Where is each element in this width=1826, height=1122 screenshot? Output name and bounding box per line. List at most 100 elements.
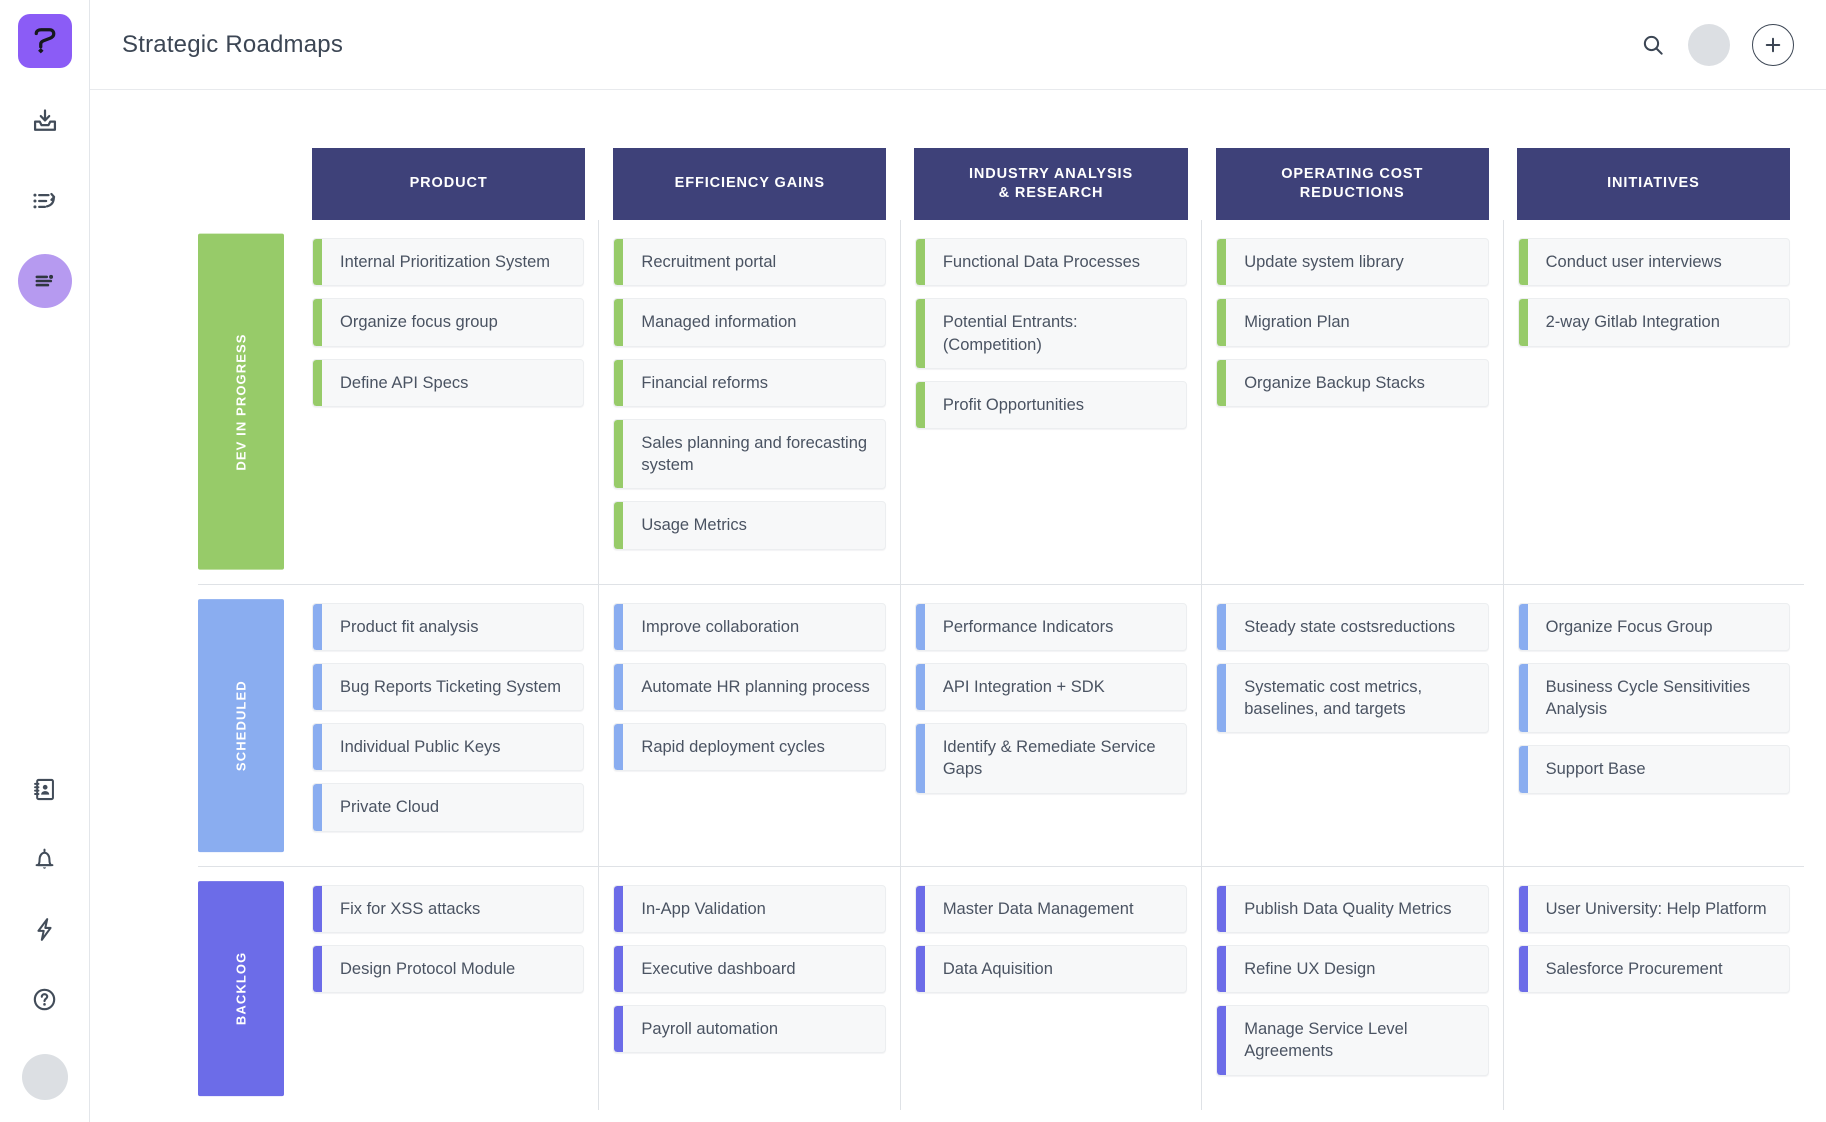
card-status-bar: [1518, 299, 1528, 346]
app-logo[interactable]: [17, 14, 72, 68]
card[interactable]: Data Aquisition: [914, 944, 1188, 994]
card-title: Product fit analysis: [340, 617, 479, 636]
card[interactable]: Manage Service Level Agreements: [1216, 1005, 1489, 1076]
card[interactable]: Publish Data Quality Metrics: [1216, 884, 1489, 933]
cell-dev-initiatives: Conduct user interviews 2-way Gitlab Inte…: [1502, 220, 1804, 584]
card[interactable]: Conduct user interviews: [1517, 238, 1791, 287]
card[interactable]: Systematic cost metrics, baselines, and …: [1216, 662, 1489, 734]
sidebar-item-contacts[interactable]: [18, 762, 72, 816]
top-bar: Strategic Roadmaps: [90, 0, 1826, 90]
card[interactable]: Identify & Remediate Service Gaps: [914, 723, 1188, 794]
card[interactable]: Fix for XSS attacks: [312, 884, 585, 933]
avatar[interactable]: [1688, 23, 1730, 66]
card[interactable]: Migration Plan: [1216, 298, 1489, 347]
card[interactable]: Financial reforms: [613, 358, 886, 407]
left-rail: [0, 0, 90, 1122]
list-undo-icon: [32, 192, 55, 209]
bell-icon: [35, 848, 54, 869]
card-title: Rapid deployment cycles: [641, 738, 825, 757]
column-header-efficiency[interactable]: EFFICIENCY GAINS: [613, 148, 887, 220]
search-button[interactable]: [1640, 32, 1666, 58]
card[interactable]: Rapid deployment cycles: [613, 723, 886, 772]
sidebar-item-roadmaps[interactable]: [17, 254, 72, 308]
card[interactable]: Recruitment portal: [613, 238, 886, 287]
card[interactable]: Improve collaboration: [613, 602, 886, 651]
card[interactable]: Sales planning and forecasting system: [613, 418, 886, 490]
card[interactable]: Organize Focus Group: [1517, 602, 1791, 651]
card[interactable]: Potential Entrants: (Competition): [914, 298, 1188, 369]
card[interactable]: Organize Backup Stacks: [1216, 358, 1489, 407]
swimlane-label-backlog[interactable]: BACKLOG: [198, 880, 284, 1096]
card-title: Functional Data Processes: [942, 253, 1140, 271]
card[interactable]: Performance Indicators: [914, 602, 1188, 651]
card-title: Internal Prioritization System: [340, 253, 550, 271]
card[interactable]: Profit Opportunities: [914, 380, 1188, 430]
swimlane-label-dev[interactable]: DEV IN PROGRESS: [198, 234, 284, 570]
card[interactable]: Payroll automation: [613, 1005, 886, 1054]
card[interactable]: Internal Prioritization System: [312, 238, 585, 287]
card[interactable]: Design Protocol Module: [312, 944, 585, 994]
card[interactable]: API Integration + SDK: [914, 662, 1188, 712]
card-status-bar: [1518, 945, 1528, 993]
card[interactable]: Functional Data Processes: [914, 238, 1188, 287]
card[interactable]: Salesforce Procurement: [1517, 944, 1791, 994]
card-title: Business Cycle Sensitivities Analysis: [1545, 677, 1751, 719]
card[interactable]: Update system library: [1216, 238, 1489, 287]
column-header-initiatives[interactable]: INITIATIVES: [1516, 148, 1791, 220]
card-title: Sales planning and forecasting system: [641, 433, 868, 475]
contacts-book-icon: [34, 778, 54, 800]
card[interactable]: In-App Validation: [613, 884, 886, 933]
card[interactable]: Refine UX Design: [1216, 944, 1489, 994]
card-title: Performance Indicators: [942, 617, 1114, 636]
sidebar-item-automations[interactable]: [18, 902, 72, 956]
card[interactable]: Master Data Management: [914, 884, 1188, 933]
card[interactable]: Bug Reports Ticketing System: [312, 662, 585, 712]
card-title: Conduct user interviews: [1545, 253, 1722, 271]
card[interactable]: Define API Specs: [312, 358, 585, 407]
card[interactable]: User University: Help Platform: [1517, 884, 1791, 933]
sidebar-item-help[interactable]: [18, 972, 72, 1026]
card[interactable]: Organize focus group: [312, 298, 585, 347]
card-title: Identify & Remediate Service Gaps: [942, 738, 1156, 779]
card[interactable]: Product fit analysis: [312, 602, 585, 651]
card[interactable]: Steady state costsreductions: [1216, 602, 1489, 651]
card-title: Design Protocol Module: [340, 959, 516, 978]
card[interactable]: Executive dashboard: [613, 944, 886, 994]
card[interactable]: Support Base: [1517, 745, 1791, 794]
swimlane-label-scheduled[interactable]: SCHEDULED: [198, 598, 284, 852]
card-title: Potential Entrants: (Competition): [942, 313, 1078, 354]
card-status-bar: [313, 784, 322, 831]
card[interactable]: Individual Public Keys: [312, 723, 585, 772]
column-header-industry[interactable]: INDUSTRY ANALYSIS& RESEARCH: [914, 148, 1188, 220]
card-status-bar: [614, 359, 624, 406]
card-status-bar: [915, 239, 925, 286]
card[interactable]: Private Cloud: [312, 783, 585, 832]
rail-user-avatar[interactable]: [21, 1054, 68, 1100]
card[interactable]: Automate HR planning process: [613, 662, 886, 712]
card-status-bar: [313, 724, 322, 771]
card-title: Refine UX Design: [1244, 959, 1376, 978]
card-status-bar: [1518, 885, 1528, 932]
card[interactable]: Usage Metrics: [613, 501, 886, 550]
add-button[interactable]: [1752, 23, 1794, 66]
card-status-bar: [313, 299, 322, 346]
sidebar-item-activity-log[interactable]: [18, 174, 72, 228]
sidebar-item-inbox[interactable]: [18, 94, 72, 148]
card-status-bar: [614, 239, 624, 286]
column-header-product[interactable]: PRODUCT: [312, 148, 586, 220]
card[interactable]: 2-way Gitlab Integration: [1517, 298, 1791, 347]
card[interactable]: Managed information: [613, 298, 886, 347]
card-status-bar: [614, 299, 624, 346]
page-title: Strategic Roadmaps: [122, 30, 344, 58]
sidebar-item-notifications[interactable]: [18, 832, 72, 886]
card-title: Data Aquisition: [942, 959, 1053, 978]
card[interactable]: Business Cycle Sensitivities Analysis: [1517, 662, 1791, 734]
swimlane-label-wrap: DEV IN PROGRESS: [198, 220, 298, 584]
card-title: Fix for XSS attacks: [340, 899, 481, 918]
